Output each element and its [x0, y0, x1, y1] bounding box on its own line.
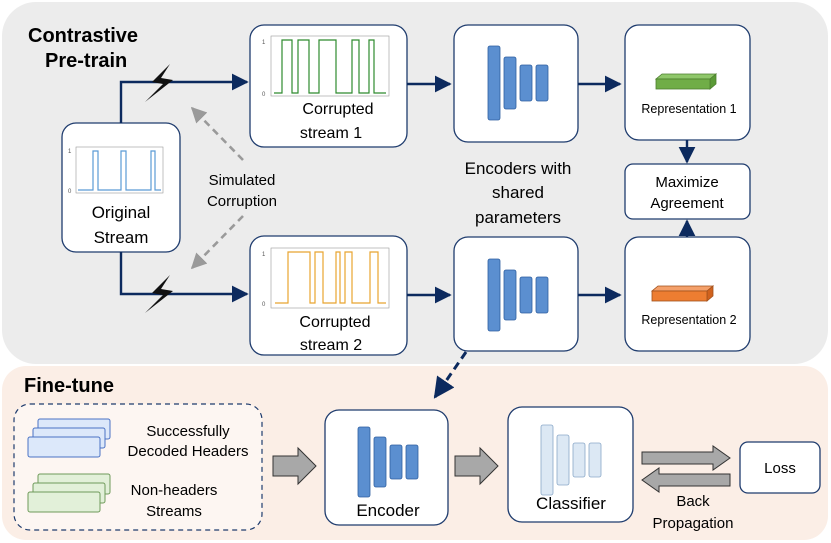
block-arrow-loss-to-classifier	[641, 467, 731, 493]
svg-text:0: 0	[262, 302, 266, 308]
simulated-corruption-arrow-up	[190, 106, 244, 161]
headers-label-line1: Successfully	[146, 423, 230, 440]
original-signal-plot: 1 0	[68, 146, 164, 195]
corrupted-stream-2-plot: 1 0	[262, 247, 390, 309]
encoders-shared-label-line3: parameters	[475, 208, 561, 227]
data-stack-icon	[27, 473, 111, 513]
representation-1-label: Representation 1	[641, 102, 736, 116]
representation-1-vector-icon	[654, 73, 718, 90]
pretrain-title-line2: Pre-train	[45, 50, 127, 72]
lightning-bolt-icon	[145, 64, 173, 102]
encoder-network-icon	[487, 45, 549, 121]
lightning-bolt-icon	[145, 275, 173, 313]
encoders-shared-label-line1: Encoders with	[465, 159, 572, 178]
classifier-network-icon	[540, 424, 602, 496]
block-arrow-data-to-encoder	[272, 446, 317, 486]
original-stream-label-line1: Original	[92, 203, 151, 222]
simulated-corruption-arrow-down	[190, 215, 244, 270]
finetune-title: Fine-tune	[24, 375, 114, 397]
svg-text:0: 0	[68, 189, 72, 195]
svg-text:1: 1	[68, 149, 72, 155]
maximize-agreement-line2: Agreement	[650, 195, 724, 212]
pretrain-panel	[2, 2, 828, 364]
svg-text:0: 0	[262, 92, 266, 98]
corrupted-stream-2-label-line1: Corrupted	[299, 314, 370, 331]
connector-original-to-stream2	[119, 252, 249, 303]
original-stream-label-line2: Stream	[94, 228, 149, 247]
nonheaders-label-line2: Streams	[146, 503, 202, 520]
backprop-label-line1: Back	[676, 493, 710, 510]
svg-text:1: 1	[262, 40, 266, 46]
backprop-label-line2: Propagation	[653, 515, 734, 532]
nonheaders-label-line1: Non-headers	[131, 482, 218, 499]
classifier-box	[507, 406, 634, 523]
encoders-shared-label-line2: shared	[492, 183, 544, 202]
pretrain-title-line1: Contrastive	[28, 25, 138, 47]
arrow-encoder-to-finetune	[433, 351, 468, 399]
simulated-corruption-line1: Simulated	[209, 172, 276, 189]
svg-text:1: 1	[262, 252, 266, 258]
corrupted-stream-1-label-line2: stream 1	[300, 125, 362, 142]
simulated-corruption-line2: Corruption	[207, 193, 277, 210]
block-arrow-classifier-to-loss	[641, 445, 731, 471]
headers-label-line2: Decoded Headers	[128, 443, 249, 460]
connector-original-to-stream1	[119, 73, 249, 123]
corrupted-stream-2-label-line2: stream 2	[300, 337, 362, 354]
encoder-network-icon	[487, 258, 549, 332]
finetune-encoder-label: Encoder	[356, 501, 420, 520]
classifier-label: Classifier	[536, 494, 606, 513]
corrupted-stream-1-label-line1: Corrupted	[302, 101, 373, 118]
loss-label: Loss	[764, 460, 796, 477]
block-arrow-encoder-to-classifier	[454, 446, 499, 486]
maximize-agreement-line1: Maximize	[655, 174, 718, 191]
representation-2-vector-icon	[650, 285, 715, 302]
maximize-agreement-box	[624, 163, 751, 220]
corrupted-stream-1-plot: 1 0	[262, 35, 390, 98]
finetune-encoder-box	[324, 409, 449, 526]
encoder-network-icon	[357, 426, 419, 498]
representation-2-label: Representation 2	[641, 313, 736, 327]
data-stack-icon	[27, 418, 111, 458]
loss-box	[739, 441, 821, 494]
